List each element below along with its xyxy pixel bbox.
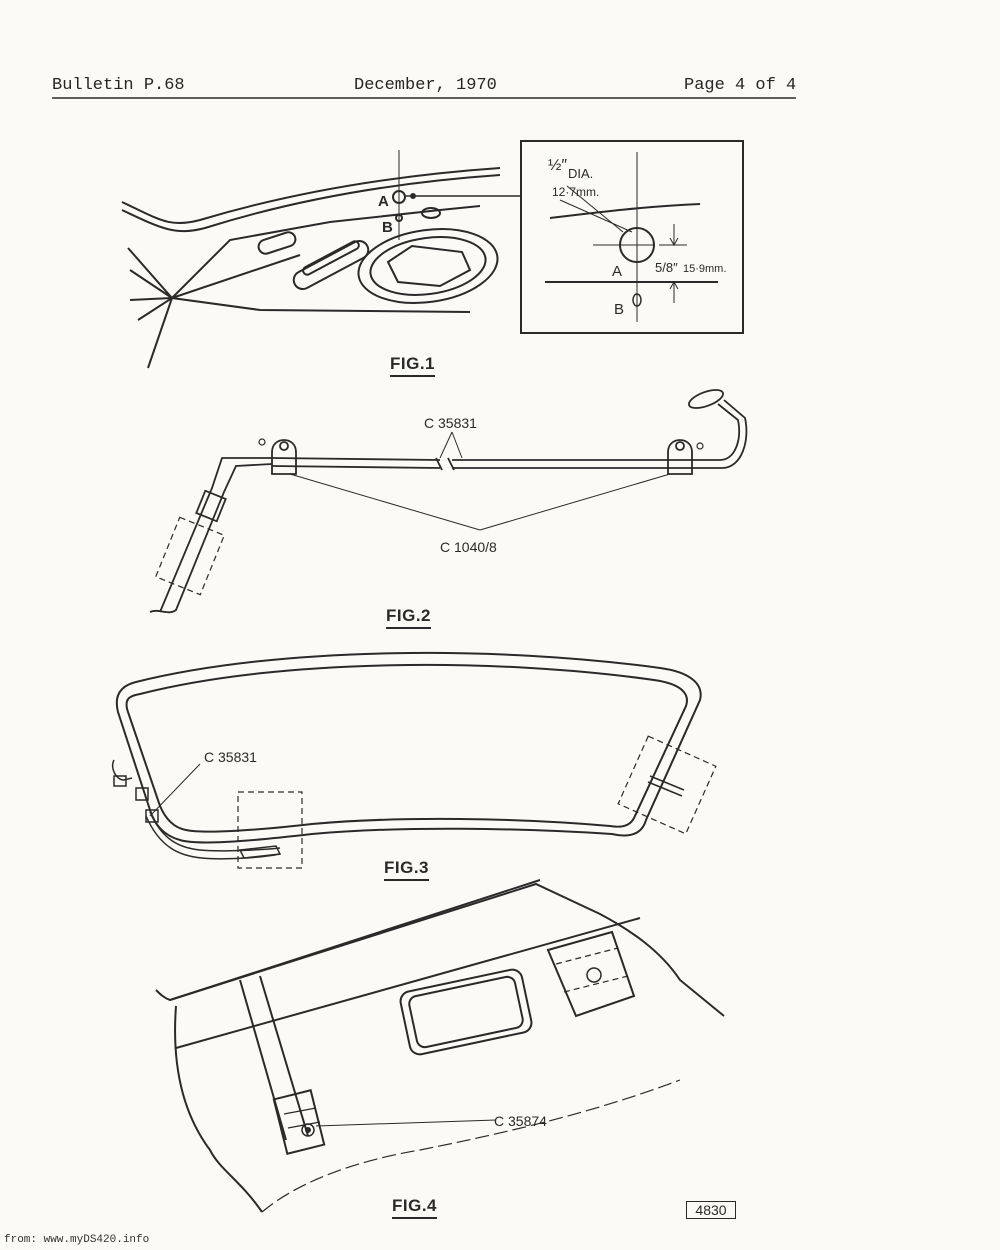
fig4-drawing xyxy=(155,879,725,1213)
fig2-part-pipe: C 35831 xyxy=(424,415,477,431)
inset-dia-label: DIA. xyxy=(568,166,593,181)
drawing-number-stamp: 4830 xyxy=(686,1201,736,1219)
inset-point-a: A xyxy=(612,263,622,280)
inset-dist-mm: 15·9mm. xyxy=(683,263,726,275)
bulletin-date: December, 1970 xyxy=(354,76,497,95)
fig2-caption: FIG.2 xyxy=(386,606,432,629)
inset-dist-fraction: 5/8″ xyxy=(655,260,678,275)
source-footer: from: www.myDS420.info xyxy=(4,1234,150,1246)
fig4-caption: FIG.4 xyxy=(392,1196,438,1219)
inset-point-b: B xyxy=(614,301,624,318)
fig1-point-a: A xyxy=(378,193,389,210)
bulletin-number: Bulletin P.68 xyxy=(52,76,185,95)
page-number: Page 4 of 4 xyxy=(684,76,797,95)
fig4-part-strap: C 35874 xyxy=(494,1113,547,1129)
fig2-part-clip: C 1040/8 xyxy=(440,539,497,555)
fig1-drawing xyxy=(121,150,521,369)
inset-dia-fraction: ½″ xyxy=(548,157,567,174)
fig1-point-b: B xyxy=(382,219,393,236)
fig3-drawing xyxy=(112,651,702,860)
fig3-part-pipe: C 35831 xyxy=(204,749,257,765)
fig2-drawing xyxy=(149,389,748,614)
inset-dia-mm: 12·7mm. xyxy=(552,185,599,199)
fig1-caption: FIG.1 xyxy=(390,354,436,377)
fig3-caption: FIG.3 xyxy=(384,858,430,881)
fig1-inset xyxy=(520,140,744,334)
